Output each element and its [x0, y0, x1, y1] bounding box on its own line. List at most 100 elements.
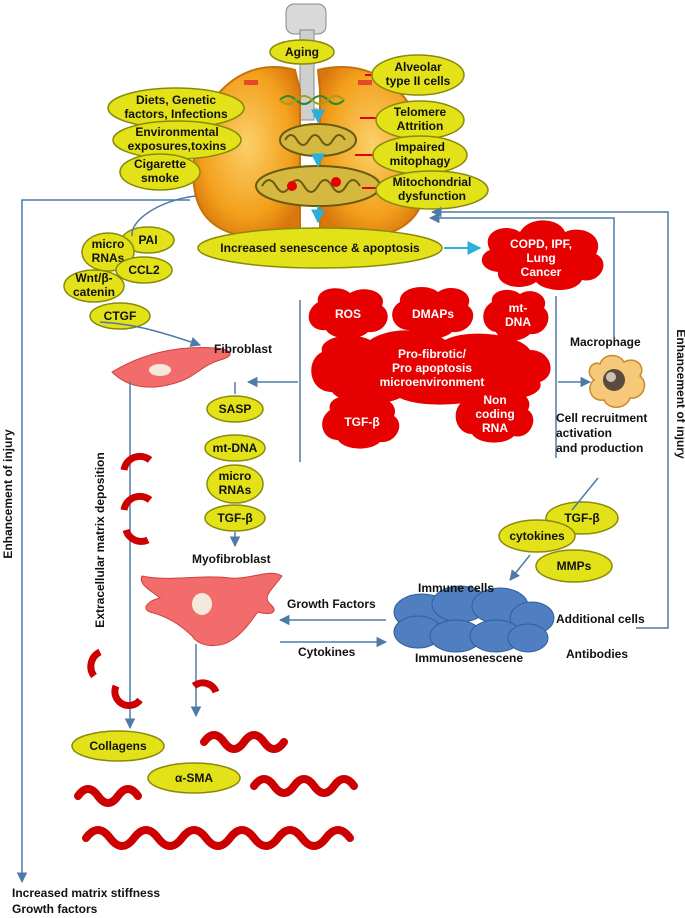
svg-text:Non: Non: [483, 393, 506, 407]
svg-text:mt-: mt-: [509, 301, 528, 315]
svg-text:type II cells: type II cells: [386, 74, 451, 88]
svg-text:coding: coding: [475, 407, 514, 421]
svg-text:CCL2: CCL2: [128, 263, 160, 277]
svg-text:Wnt/β-: Wnt/β-: [75, 271, 112, 285]
collagens-label: Collagens: [71, 730, 165, 762]
svg-text:TGF-β: TGF-β: [344, 415, 379, 429]
environmental-exposures-label: Environmental exposures,toxins: [112, 120, 242, 160]
svg-text:smoke: smoke: [141, 171, 179, 185]
svg-text:Aging: Aging: [285, 45, 319, 59]
ecm-deposition-label: Extracellular matrix deposition: [93, 452, 107, 627]
svg-text:Pro-fibrotic/: Pro-fibrotic/: [398, 347, 467, 361]
svg-text:DNA: DNA: [505, 315, 531, 329]
ccl2-label: CCL2: [115, 256, 173, 284]
fibroblast-cell-icon: [111, 346, 231, 388]
svg-text:MMPs: MMPs: [557, 559, 592, 573]
svg-text:COPD, IPF,: COPD, IPF,: [510, 237, 572, 251]
svg-text:Diets, Genetic: Diets, Genetic: [136, 93, 216, 107]
svg-text:Mitochondrial: Mitochondrial: [393, 175, 472, 189]
cytokines-flow-label: Cytokines: [298, 645, 356, 659]
svg-text:RNAs: RNAs: [219, 483, 252, 497]
alveolar-cells-label: Alveolar type II cells: [371, 54, 465, 96]
cell-recruitment-label-line1: Cell recruitment: [556, 411, 647, 425]
telomere-attrition-label: Telomere Attrition: [375, 100, 465, 140]
svg-text:RNA: RNA: [482, 421, 508, 435]
pai-label: PAI: [121, 226, 175, 254]
svg-text:Alveolar: Alveolar: [394, 60, 442, 74]
svg-text:Cigarette: Cigarette: [134, 157, 186, 171]
svg-text:Pro apoptosis: Pro apoptosis: [392, 361, 472, 375]
immune-cells-label: Immune cells: [418, 581, 494, 595]
svg-text:Telomere: Telomere: [394, 105, 447, 119]
svg-text:CTGF: CTGF: [104, 309, 137, 323]
microenvironment-cluster: ROS DMAPs mt- DNA Pro-fibrotic/ Pro apop…: [308, 287, 551, 449]
tgf-beta-cloud: TGF-β: [322, 395, 400, 449]
myo-micro-rnas-label: micro RNAs: [206, 464, 264, 504]
svg-text:exposures,toxins: exposures,toxins: [128, 139, 227, 153]
ros-cloud: ROS: [308, 288, 388, 339]
myofibroblast-label: Myofibroblast: [192, 552, 271, 566]
svg-text:α-SMA: α-SMA: [175, 771, 213, 785]
svg-text:ROS: ROS: [335, 307, 361, 321]
cigarette-smoke-label: Cigarette smoke: [119, 153, 201, 191]
svg-text:microenvironment: microenvironment: [380, 375, 485, 389]
cytokines-label: cytokines: [498, 519, 576, 553]
diets-genetic-label: Diets, Genetic factors, Infections: [107, 87, 245, 129]
cell-recruitment-label-line3: and production: [556, 441, 643, 455]
macrophage-label: Macrophage: [570, 335, 641, 349]
svg-text:DMAPs: DMAPs: [412, 307, 454, 321]
svg-text:TGF-β: TGF-β: [564, 511, 599, 525]
aging-label: Aging: [269, 39, 335, 65]
non-coding-rna-cloud: Non coding RNA: [455, 388, 534, 443]
mt-dna-label: mt-DNA: [204, 434, 266, 462]
disease-cloud: COPD, IPF, Lung Cancer: [481, 220, 604, 290]
wnt-catenin-label: Wnt/β- catenin: [63, 269, 125, 303]
alpha-sma-label: α-SMA: [147, 762, 241, 794]
svg-text:mt-DNA: mt-DNA: [213, 441, 258, 455]
svg-text:Impaired: Impaired: [395, 140, 445, 154]
immunosenescence-label: Immunosenescene: [415, 651, 523, 665]
mt-dna-cloud: mt- DNA: [483, 289, 549, 341]
svg-text:Lung: Lung: [526, 251, 555, 265]
svg-text:catenin: catenin: [73, 285, 115, 299]
footer-line-1: Increased matrix stiffness: [12, 886, 160, 900]
additional-cells-label: Additional cells: [556, 612, 645, 626]
svg-text:micro: micro: [219, 469, 252, 483]
dmaps-cloud: DMAPs: [392, 287, 474, 339]
svg-text:TGF-β: TGF-β: [217, 511, 252, 525]
svg-text:Environmental: Environmental: [135, 125, 218, 139]
svg-text:Attrition: Attrition: [397, 119, 444, 133]
macrophage-cell-icon: [588, 354, 646, 408]
svg-text:SASP: SASP: [219, 402, 252, 416]
antibodies-label: Antibodies: [566, 647, 628, 661]
svg-text:Collagens: Collagens: [89, 739, 147, 753]
svg-text:PAI: PAI: [138, 233, 157, 247]
svg-text:RNAs: RNAs: [92, 251, 125, 265]
svg-text:mitophagy: mitophagy: [390, 154, 451, 168]
svg-text:micro: micro: [92, 237, 125, 251]
left-enhancement-label: Enhancement of injury: [1, 429, 15, 559]
senescence-apoptosis-label: Increased senescence & apoptosis: [197, 227, 443, 269]
footer-line-2: Growth factors: [12, 902, 98, 916]
myo-tgf-beta-label: TGF-β: [204, 504, 266, 532]
sasp-label: SASP: [206, 395, 264, 423]
svg-text:factors, Infections: factors, Infections: [124, 107, 228, 121]
fibroblast-label: Fibroblast: [214, 342, 272, 356]
collagen-fibers: [74, 731, 358, 850]
ctgf-label: CTGF: [89, 302, 151, 330]
svg-text:dysfunction: dysfunction: [398, 189, 466, 203]
right-enhancement-label: Enhancement of injury: [674, 329, 685, 459]
pro-fibrotic-cloud: Pro-fibrotic/ Pro apoptosis microenviron…: [311, 330, 551, 405]
mitochondrial-dysfunction-label: Mitochondrial dysfunction: [375, 170, 489, 210]
cell-recruitment-label-line2: activation: [556, 426, 612, 440]
impaired-mitophagy-label: Impaired mitophagy: [372, 135, 468, 175]
svg-text:cytokines: cytokines: [509, 529, 565, 543]
svg-text:Increased senescence & apoptos: Increased senescence & apoptosis: [220, 241, 420, 255]
immune-cells-cluster: [393, 585, 555, 653]
micro-rnas-label: micro RNAs: [81, 232, 135, 272]
mmps-label: MMPs: [535, 549, 613, 583]
svg-text:Cancer: Cancer: [521, 265, 562, 279]
growth-factors-label: Growth Factors: [287, 597, 376, 611]
